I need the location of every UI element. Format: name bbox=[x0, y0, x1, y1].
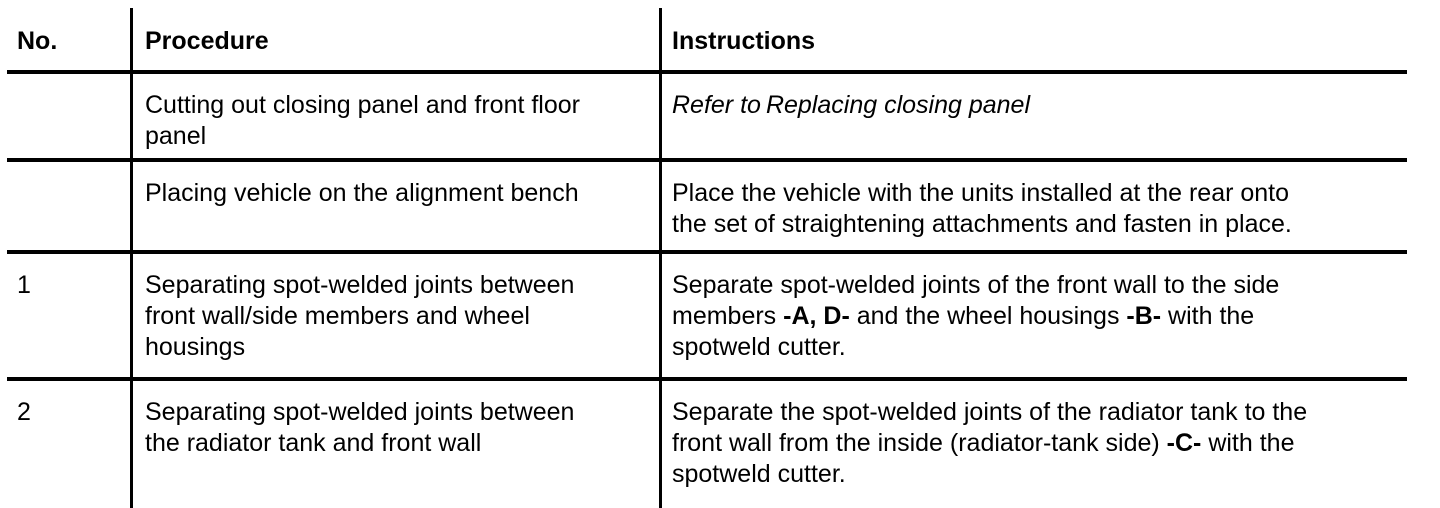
column-header-no: No. bbox=[7, 8, 133, 74]
table-row-1-procedure: Cutting out closing panel and front floo… bbox=[133, 74, 662, 162]
table-row-3-procedure: Separating spot-welded joints between fr… bbox=[133, 254, 662, 381]
table-row-3-no: 1 bbox=[7, 254, 133, 381]
text-segment: Place the vehicle with the units install… bbox=[672, 179, 1292, 238]
table-row-2-no bbox=[7, 162, 133, 254]
table-row-4-procedure: Separating spot-welded joints between th… bbox=[133, 381, 662, 508]
text-segment: and the wheel housings bbox=[849, 302, 1127, 330]
table-row-2-procedure: Placing vehicle on the alignment bench bbox=[133, 162, 662, 254]
text-segment: -B- bbox=[1126, 302, 1162, 330]
column-header-procedure: Procedure bbox=[133, 8, 662, 74]
table-row-2-instructions: Place the vehicle with the units install… bbox=[662, 162, 1407, 254]
table-row-3-instructions: Separate spot-welded joints of the front… bbox=[662, 254, 1407, 381]
text-segment: with the spotweld cutter. bbox=[672, 302, 1255, 361]
text-segment: Separate spot-welded joints of the front… bbox=[672, 271, 1280, 330]
column-header-instructions: Instructions bbox=[662, 8, 1407, 74]
text-segment: Replacing closing panel bbox=[760, 91, 1031, 119]
table-row-1-instructions: Refer to Replacing closing panel bbox=[662, 74, 1407, 162]
text-segment: Separate the spot-welded joints of the r… bbox=[672, 398, 1308, 457]
text-segment: -A, D- bbox=[783, 302, 850, 330]
table-row-4-instructions: Separate the spot-welded joints of the r… bbox=[662, 381, 1407, 508]
text-segment: Refer to bbox=[672, 91, 761, 119]
table-row-1-no bbox=[7, 74, 133, 162]
text-segment: -C- bbox=[1166, 429, 1202, 457]
table-row-4-no: 2 bbox=[7, 381, 133, 508]
text-segment: with the spotweld cutter. bbox=[672, 429, 1295, 488]
procedure-table: No. Procedure Instructions Cutting out c… bbox=[7, 8, 1407, 508]
